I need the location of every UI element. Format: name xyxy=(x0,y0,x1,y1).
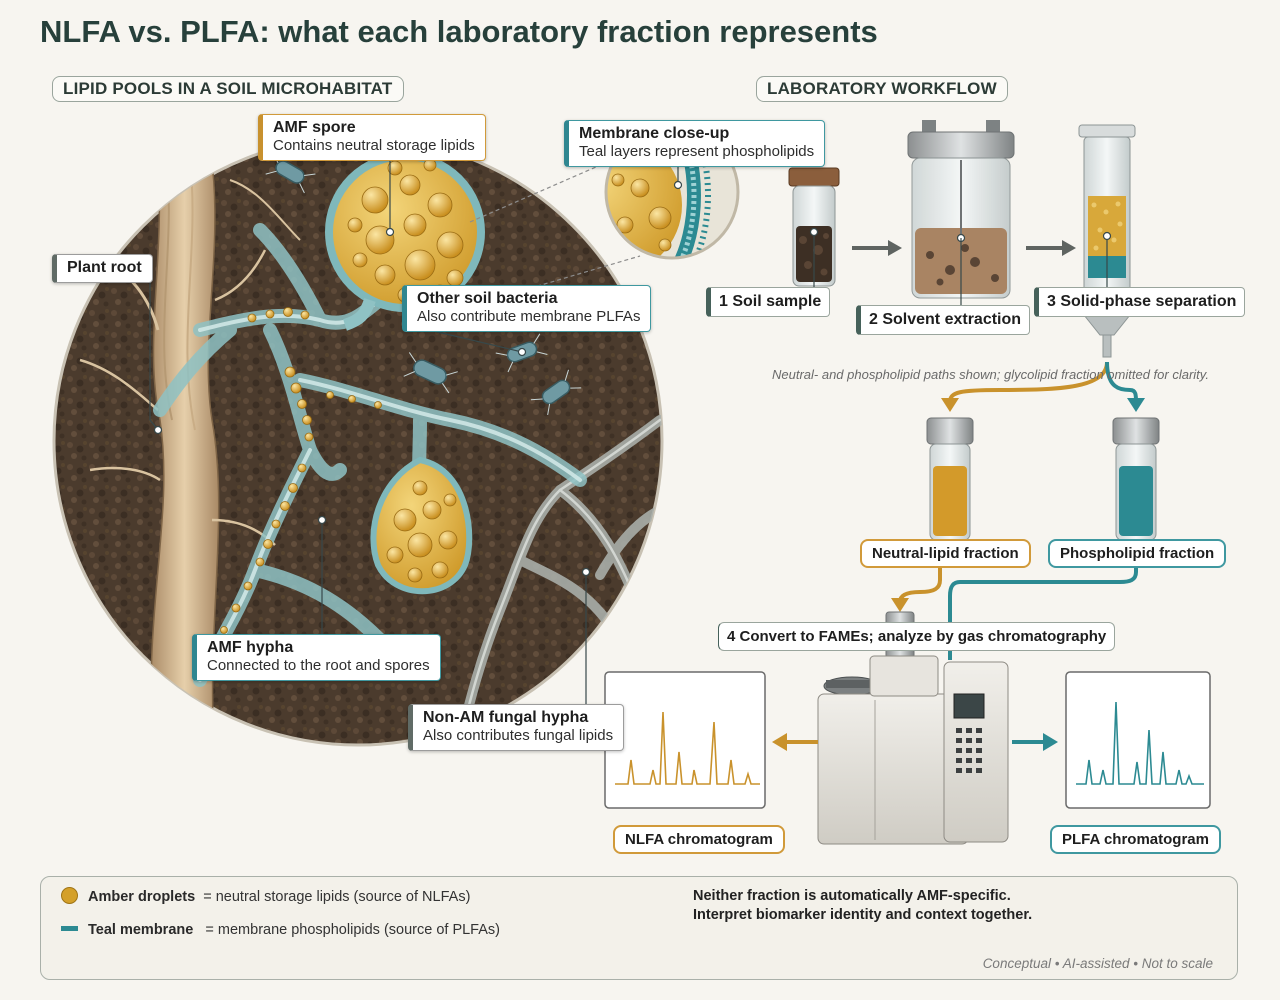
legend-teal-term: Teal membrane xyxy=(88,922,194,938)
callout-membrane-heading: Membrane close-up xyxy=(579,125,730,142)
plant-root-illustration xyxy=(79,137,301,745)
nlfa-chromatogram-panel xyxy=(604,671,766,809)
callout-amf-hypha-heading: AMF hypha xyxy=(207,639,294,656)
amber-droplet-icon xyxy=(61,887,78,904)
phospholipid-fraction-label: Phospholipid fraction xyxy=(1048,539,1227,568)
callout-non-am-heading: Non-AM fungal hypha xyxy=(423,709,589,726)
neutral-lipid-vial xyxy=(926,417,974,541)
teal-membrane-icon xyxy=(61,926,78,931)
callout-amf-spore-sub: Contains neutral storage lipids xyxy=(273,137,475,155)
legend-warning-line2: Interpret biomarker identity and context… xyxy=(693,906,1033,923)
callout-bacteria: Other soil bacteria Also contribute memb… xyxy=(402,285,652,332)
callout-plant-root: Plant root xyxy=(52,254,153,284)
amf-spore-lower xyxy=(370,456,473,595)
nlfa-chromatogram-label: NLFA chromatogram xyxy=(613,825,785,854)
solvent-extraction-vessel xyxy=(907,120,1015,305)
legend-teal-desc: = membrane phospholipids (source of PLFA… xyxy=(205,922,500,938)
callout-amf-hypha: AMF hypha Connected to the root and spor… xyxy=(192,634,441,681)
spe-cartridge xyxy=(1078,124,1136,358)
step-solvent-extraction: 2 Solvent extraction xyxy=(856,305,1031,335)
callout-non-am-hypha: Non-AM fungal hypha Also contributes fun… xyxy=(408,704,625,751)
gas-chromatograph xyxy=(817,611,1009,845)
soil-sample-vial xyxy=(788,167,840,288)
callout-amf-spore-heading: AMF spore xyxy=(273,119,356,136)
workflow-note: Neutral- and phospholipid paths shown; g… xyxy=(772,367,1209,382)
section-label-workflow: LABORATORY WORKFLOW xyxy=(756,76,1008,102)
legend-footnote: Conceptual • AI-assisted • Not to scale xyxy=(982,956,1213,971)
step-solid-phase-separation: 3 Solid-phase separation xyxy=(1034,287,1246,317)
neutral-lipid-fraction-label: Neutral-lipid fraction xyxy=(860,539,1031,568)
step-soil-sample: 1 Soil sample xyxy=(706,287,831,317)
legend-amber-term: Amber droplets xyxy=(88,889,196,905)
callout-amf-spore: AMF spore Contains neutral storage lipid… xyxy=(258,114,486,161)
callout-membrane: Membrane close-up Teal layers represent … xyxy=(564,120,826,167)
legend-amber-desc: = neutral storage lipids (source of NLFA… xyxy=(203,889,471,905)
page-title: NLFA vs. PLFA: what each laboratory frac… xyxy=(40,14,878,49)
plfa-chromatogram-label: PLFA chromatogram xyxy=(1050,825,1221,854)
step-gc-analysis: 4 Convert to FAMEs; analyze by gas chrom… xyxy=(718,622,1116,651)
callout-membrane-sub: Teal layers represent phospholipids xyxy=(579,143,815,161)
callout-plant-root-heading: Plant root xyxy=(67,259,142,276)
callout-non-am-sub: Also contributes fungal lipids xyxy=(423,727,614,745)
section-label-microhabitat: LIPID POOLS IN A SOIL MICROHABITAT xyxy=(52,76,404,102)
hypha-lipid-droplets xyxy=(209,307,382,656)
legend-warning: Neither fraction is automatically AMF-sp… xyxy=(693,887,1032,925)
legend-panel: Amber droplets = neutral storage lipids … xyxy=(40,876,1238,980)
legend-warning-line1: Neither fraction is automatically AMF-sp… xyxy=(693,888,1011,904)
legend-row-teal: Teal membrane = membrane phospholipids (… xyxy=(61,922,500,938)
callout-bacteria-heading: Other soil bacteria xyxy=(417,290,558,307)
callout-bacteria-sub: Also contribute membrane PLFAs xyxy=(417,308,641,326)
callout-amf-hypha-sub: Connected to the root and spores xyxy=(207,657,430,675)
legend-row-amber: Amber droplets = neutral storage lipids … xyxy=(61,887,470,905)
plfa-chromatogram-panel xyxy=(1065,671,1211,809)
phospholipid-vial xyxy=(1112,417,1160,541)
